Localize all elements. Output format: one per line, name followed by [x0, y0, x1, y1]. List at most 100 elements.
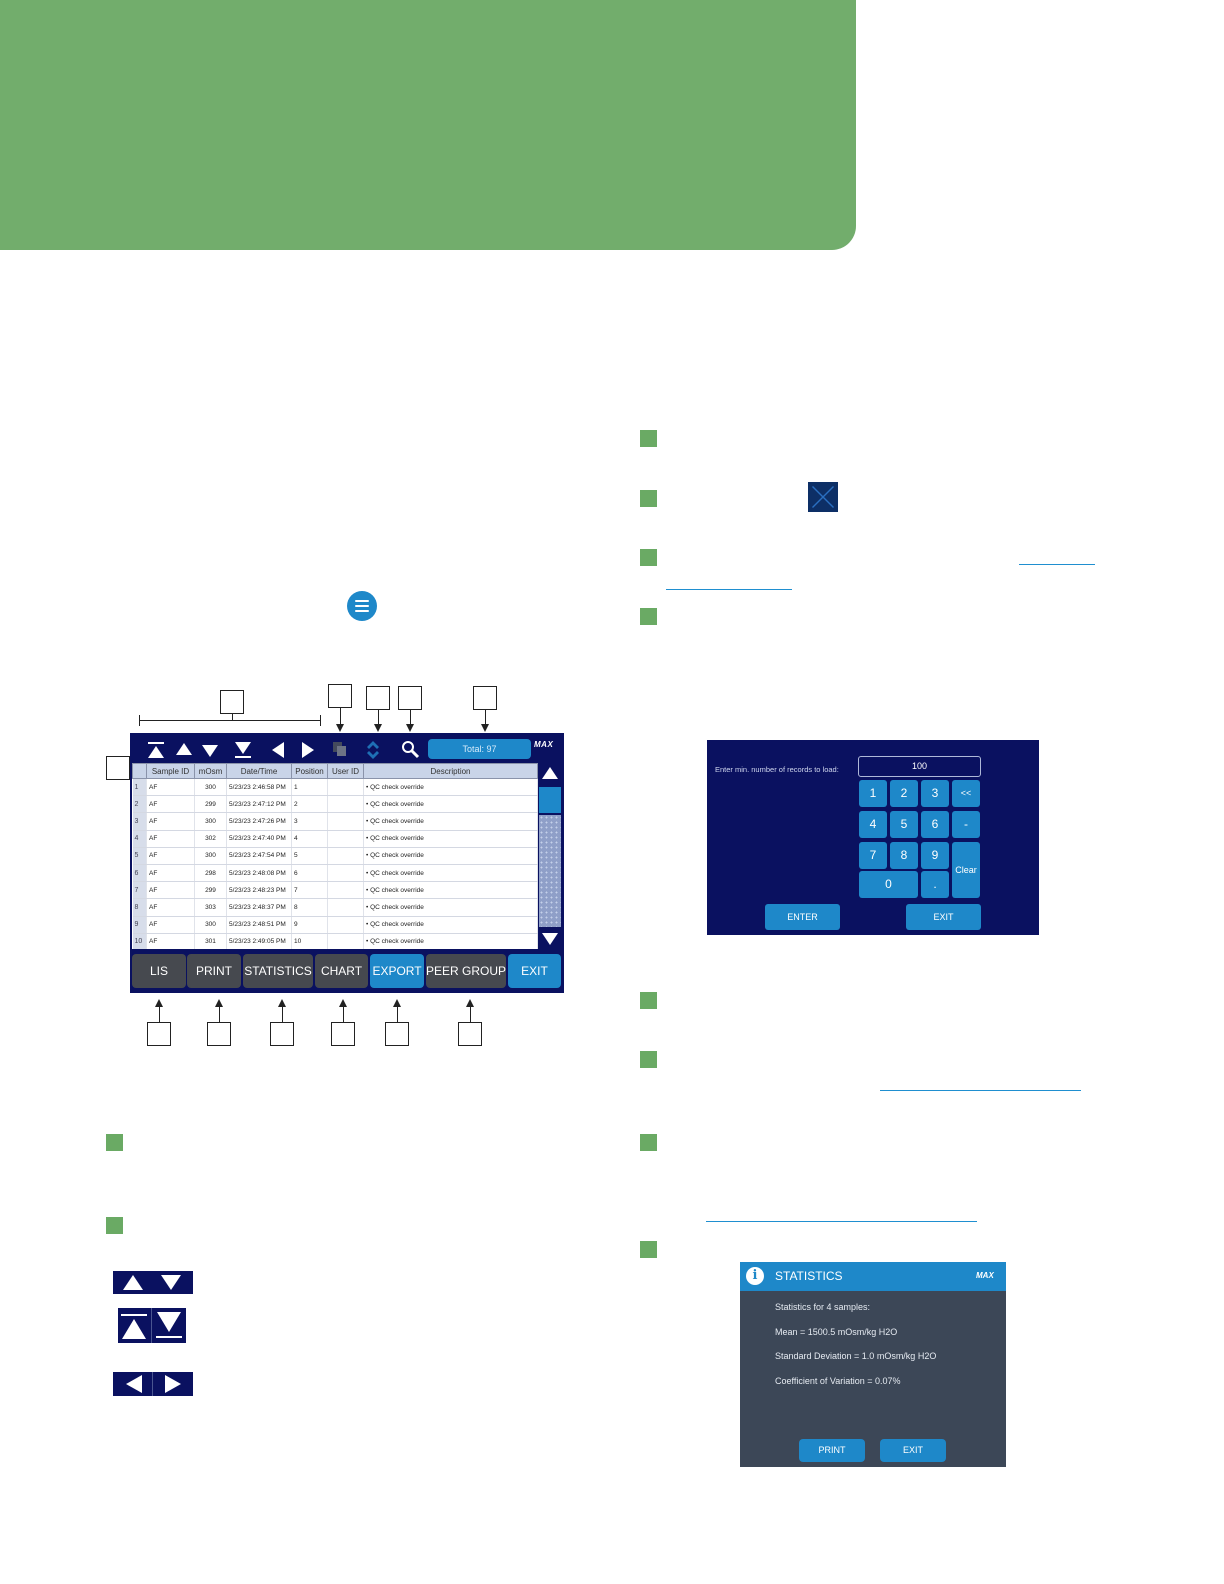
key-4[interactable]: 4 [859, 811, 887, 838]
cell-description: • QC check override [363, 847, 538, 865]
callout-bracket-end [320, 715, 321, 726]
cell-sample-id: AF [146, 898, 195, 917]
callout-leader [343, 1006, 344, 1023]
cell-sample-id: AF [146, 830, 195, 848]
callout-arrow [278, 999, 286, 1007]
callout-arrow [336, 724, 344, 732]
scroll-left-icon[interactable] [270, 737, 286, 763]
callout-arrow [481, 724, 489, 732]
key-backspace[interactable]: << [952, 780, 980, 807]
records-count-input[interactable]: 100 [858, 756, 981, 777]
row-number: 7 [132, 881, 147, 900]
cell-datetime: 5/23/23 2:47:54 PM [226, 847, 292, 865]
key-8[interactable]: 8 [890, 842, 918, 869]
exit-button[interactable]: EXIT [508, 954, 561, 988]
next-record-icon[interactable] [200, 737, 220, 763]
key-5[interactable]: 5 [890, 811, 918, 838]
link-underline[interactable] [1019, 564, 1095, 565]
cell-position: 10 [291, 933, 328, 949]
row-number: 8 [132, 898, 147, 917]
cell-sample-id: AF [146, 864, 195, 883]
peer-group-button[interactable]: PEER GROUP [426, 954, 506, 988]
callout-leader [485, 710, 486, 725]
key-0[interactable]: 0 [859, 871, 918, 898]
cell-datetime: 5/23/23 2:48:23 PM [226, 881, 292, 900]
cell-datetime: 5/23/23 2:47:40 PM [226, 830, 292, 848]
row-number: 3 [132, 812, 147, 831]
last-record-icon[interactable] [232, 737, 254, 763]
key-3[interactable]: 3 [921, 780, 949, 807]
column-header[interactable]: Date/Time [226, 763, 292, 779]
statistics-title: STATISTICS [775, 1269, 843, 1283]
max-logo: MAX [976, 1271, 994, 1280]
copy-icon[interactable] [331, 737, 349, 763]
key-minus[interactable]: - [952, 811, 980, 838]
up-down-arrows-icon [113, 1271, 193, 1294]
cell-mosm: 298 [194, 864, 227, 883]
enter-button[interactable]: ENTER [765, 904, 840, 930]
export-button[interactable]: EXPORT [370, 954, 424, 988]
records-keypad-dialog: Enter min. number of records to load: 10… [707, 740, 1039, 935]
lis-button[interactable]: LIS [132, 954, 186, 988]
scroll-right-icon[interactable] [300, 737, 316, 763]
key-clear[interactable]: Clear [952, 842, 980, 898]
statistics-exit-button[interactable]: EXIT [880, 1439, 946, 1462]
key-1[interactable]: 1 [859, 780, 887, 807]
callout-box [220, 690, 244, 714]
chart-button[interactable]: CHART [315, 954, 368, 988]
cell-description: • QC check override [363, 795, 538, 814]
key-9[interactable]: 9 [921, 842, 949, 869]
cell-description: • QC check override [363, 778, 538, 797]
column-header[interactable]: Sample ID [146, 763, 195, 779]
column-header[interactable] [132, 763, 147, 779]
key-7[interactable]: 7 [859, 842, 887, 869]
cell-position: 1 [291, 778, 328, 797]
previous-record-icon[interactable] [174, 737, 194, 763]
scroll-track[interactable] [539, 815, 561, 927]
column-header[interactable]: User ID [327, 763, 364, 779]
column-header[interactable]: Position [291, 763, 328, 779]
sort-icon[interactable] [364, 737, 382, 763]
cell-mosm: 300 [194, 778, 227, 797]
callout-box [106, 756, 130, 780]
statistics-dialog: i STATISTICS MAX Statistics for 4 sample… [740, 1262, 1006, 1467]
key-6[interactable]: 6 [921, 811, 949, 838]
statistics-print-button[interactable]: PRINT [799, 1439, 865, 1462]
column-header[interactable]: Description [363, 763, 538, 779]
print-button[interactable]: PRINT [187, 954, 241, 988]
close-x-icon [808, 482, 838, 512]
bullet-marker [640, 1051, 657, 1068]
scroll-up-icon[interactable] [542, 767, 558, 779]
cell-mosm: 300 [194, 812, 227, 831]
scroll-thumb[interactable] [539, 787, 561, 813]
column-header[interactable]: mOsm [194, 763, 227, 779]
link-underline[interactable] [666, 589, 792, 590]
callout-arrow [393, 999, 401, 1007]
link-underline[interactable] [880, 1090, 1081, 1091]
cell-datetime: 5/23/23 2:49:05 PM [226, 933, 292, 949]
search-icon[interactable] [401, 737, 421, 763]
statistics-button[interactable]: STATISTICS [243, 954, 313, 988]
bullet-marker [640, 992, 657, 1009]
callout-bracket [139, 720, 321, 721]
callout-leader [232, 714, 233, 720]
row-number: 9 [132, 916, 147, 934]
scroll-down-icon[interactable] [542, 933, 558, 945]
keypad-exit-button[interactable]: EXIT [906, 904, 981, 930]
key-decimal[interactable]: . [921, 871, 949, 898]
first-record-icon[interactable] [146, 737, 166, 763]
key-2[interactable]: 2 [890, 780, 918, 807]
table-scrollbar[interactable] [538, 763, 562, 949]
row-number: 4 [132, 830, 147, 848]
link-underline[interactable] [706, 1221, 977, 1222]
